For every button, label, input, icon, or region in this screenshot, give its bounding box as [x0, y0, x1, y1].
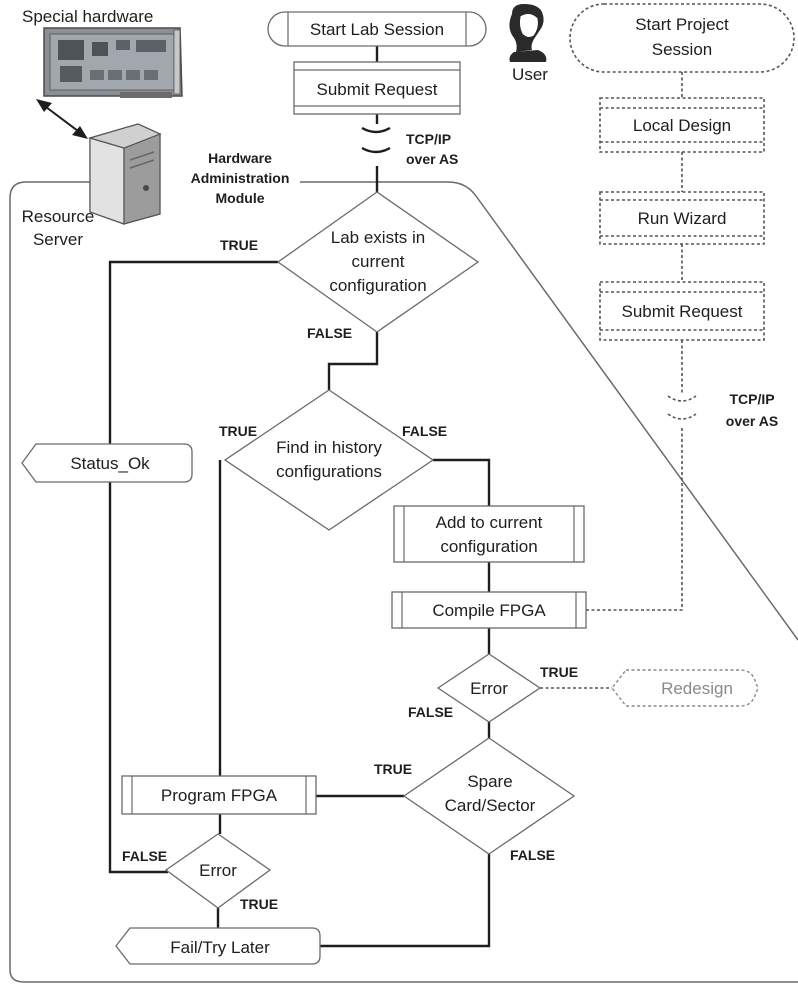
- tcpip-top-label-1: TCP/IP: [406, 131, 451, 147]
- lab-exists-label-1: Lab exists in: [331, 228, 426, 247]
- program-error-label: Error: [199, 861, 237, 880]
- fail-label: Fail/Try Later: [170, 938, 270, 957]
- start-lab-session: [267, 11, 487, 47]
- spare-false-label: FALSE: [510, 847, 555, 863]
- prog-err-false-label: FALSE: [122, 848, 167, 864]
- fail-try-later-output: [115, 927, 321, 965]
- redesign-output: [611, 669, 759, 707]
- run-wizard-label: Run Wizard: [638, 209, 727, 228]
- tcpip-top-label-2: over AS: [406, 151, 458, 167]
- program-error-decision: [164, 833, 272, 909]
- solid-connectors: [108, 46, 491, 948]
- tcpip-right-label-2: over AS: [726, 413, 778, 429]
- submit-request-right-label: Submit Request: [622, 302, 743, 321]
- program-fpga-box: [121, 775, 317, 815]
- start-project-label-2: Session: [652, 40, 712, 59]
- lab-exists-decision: [276, 191, 480, 333]
- add-current-label-1: Add to current: [436, 513, 543, 532]
- prog-err-true-label: TRUE: [240, 896, 278, 912]
- find-true-label: TRUE: [219, 423, 257, 439]
- local-design-label: Local Design: [633, 116, 731, 135]
- submit-request-label: Submit Request: [317, 80, 438, 99]
- user-label: User: [512, 65, 548, 84]
- admin-module-boundary: [9, 181, 798, 983]
- find-history-label-2: configurations: [276, 462, 382, 481]
- start-lab-session-label: Start Lab Session: [310, 20, 444, 39]
- compile-fpga-label: Compile FPGA: [432, 601, 546, 620]
- lab-exists-label-3: configuration: [329, 276, 426, 295]
- local-design-box: [599, 97, 765, 153]
- spare-label-2: Card/Sector: [445, 796, 536, 815]
- redesign-label: Redesign: [661, 679, 733, 698]
- find-history-decision: [223, 389, 435, 531]
- compile-error-label: Error: [470, 679, 508, 698]
- hardware-card-image: [43, 27, 183, 98]
- run-wizard-box: [599, 191, 765, 245]
- spare-label-1: Spare: [467, 772, 512, 791]
- compile-fpga-box: [391, 591, 587, 629]
- resource-server-label-2: Server: [33, 230, 83, 249]
- find-false-label: FALSE: [402, 423, 447, 439]
- start-project-session: [569, 3, 795, 73]
- lab-false-label: FALSE: [307, 325, 352, 341]
- find-history-label-1: Find in history: [276, 438, 382, 457]
- tcpip-right-label-1: TCP/IP: [729, 391, 774, 407]
- add-to-configuration-box: [393, 505, 585, 563]
- compile-err-false-label: FALSE: [408, 704, 453, 720]
- program-fpga-label: Program FPGA: [161, 786, 278, 805]
- add-current-label-2: configuration: [440, 537, 537, 556]
- submit-request-right-box: [599, 281, 765, 341]
- dashed-connectors: [540, 72, 697, 689]
- ham-label-1: Hardware: [208, 150, 272, 166]
- spare-card-decision: [402, 737, 576, 855]
- server-icon: [87, 123, 162, 225]
- spare-true-label: TRUE: [374, 761, 412, 777]
- ham-label-3: Module: [216, 190, 265, 206]
- submit-request-box: [293, 61, 461, 115]
- lab-exists-label-2: current: [352, 252, 405, 271]
- lab-true-label: TRUE: [220, 237, 258, 253]
- compile-err-true-label: TRUE: [540, 664, 578, 680]
- user-icon: [509, 4, 547, 62]
- status-ok-label: Status_Ok: [70, 454, 150, 473]
- start-project-label-1: Start Project: [635, 15, 729, 34]
- ham-label-2: Administration: [191, 170, 290, 186]
- status-ok-output: [21, 443, 193, 483]
- special-hardware-label: Special hardware: [22, 7, 153, 26]
- compile-error-decision: [436, 653, 542, 723]
- double-arrow-icon: [36, 99, 88, 139]
- resource-server-label-1: Resource: [22, 207, 95, 226]
